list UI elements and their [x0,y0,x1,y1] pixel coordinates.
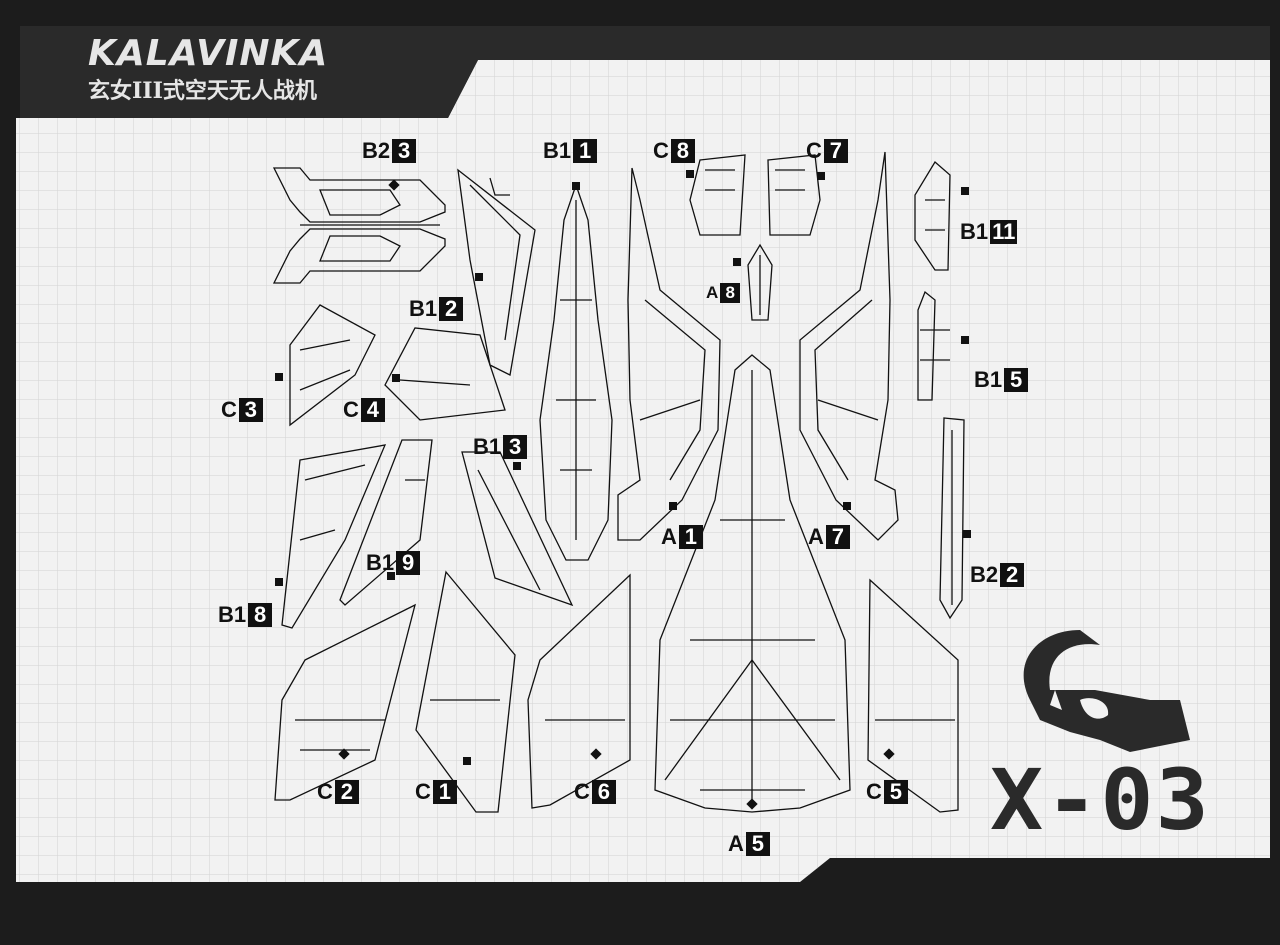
part-group: C [806,138,822,163]
part-number: 6 [591,780,616,804]
part-number: 11 [990,219,1018,244]
part-group: B1 [974,367,1003,392]
model-code: X-03 [990,751,1211,849]
part-number: 5 [745,832,770,856]
part-number: 3 [503,435,528,459]
part-number: 8 [248,603,273,627]
part-number: 2 [439,297,464,321]
part-group: B2 [970,562,999,587]
part-group: C [343,397,359,422]
part-group: B1 [409,296,438,321]
part-number: 2 [1000,563,1025,587]
part-number: 1 [432,780,457,804]
brand-logo: KALAVINKA [88,33,329,74]
part-group: B1 [960,219,989,244]
part-group: C [317,779,333,804]
part-number: 1 [573,139,598,163]
part-number: 3 [392,139,417,163]
part-number: 8 [720,283,741,303]
part-number: 2 [334,780,359,804]
kalavinka-bird-head-icon [1023,630,1190,752]
parts-lineart [272,151,965,813]
part-group: B1 [543,138,572,163]
part-number: 1 [678,525,703,549]
part-group: C [221,397,237,422]
part-number: 7 [823,139,848,163]
part-number: 8 [670,139,695,163]
part-number: 3 [238,398,263,422]
part-number: 9 [396,551,421,575]
part-group: A [808,524,824,549]
part-group: A [728,831,744,856]
part-group: B1 [366,550,395,575]
part-number: 5 [1004,368,1029,392]
part-group: A [661,524,677,549]
part-number: 5 [883,780,908,804]
part-group: B1 [218,602,247,627]
part-group: B1 [473,434,502,459]
part-number: 4 [360,398,385,422]
part-group: C [574,779,590,804]
part-group: B2 [362,138,391,163]
part-group: A [706,283,719,302]
leader-dots [275,170,971,810]
part-group: C [653,138,669,163]
part-group: C [415,779,431,804]
part-group: C [866,779,882,804]
part-number: 7 [825,525,850,549]
product-subtitle: 玄女III式空天无人战机 [88,78,317,104]
